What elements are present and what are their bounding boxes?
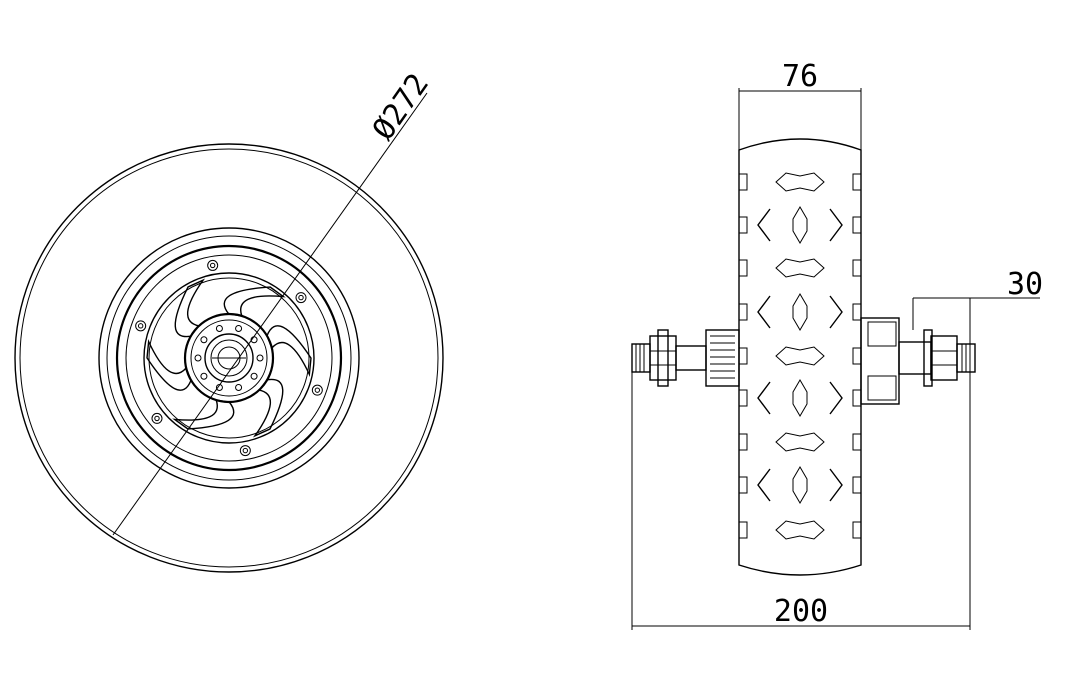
tread-hex — [775, 172, 825, 192]
tread-chevron — [829, 295, 843, 329]
spoke — [266, 325, 312, 377]
left-thread — [631, 343, 651, 373]
tread-notch — [852, 303, 862, 321]
left-shaft — [675, 345, 707, 371]
spokes — [146, 278, 312, 438]
tread-chevron — [829, 208, 843, 242]
tread-chevron — [757, 381, 771, 415]
tread-chevron — [757, 468, 771, 502]
spoke — [174, 278, 206, 338]
hub-center-circle-1 — [204, 333, 254, 383]
tread-notch — [738, 389, 748, 407]
right-nut — [930, 335, 958, 381]
overall-width-label: 200 — [774, 594, 828, 629]
tread-notch — [852, 173, 862, 191]
tread-diamond — [792, 206, 808, 244]
tread-notch — [738, 347, 748, 365]
tread-notch — [738, 433, 748, 451]
tire-profile — [738, 138, 862, 576]
rim-bolts — [135, 259, 323, 457]
spoke — [146, 339, 192, 391]
rim-outer-circle — [98, 227, 360, 489]
rim-bolt-inner — [154, 415, 160, 422]
diameter-dimension-line — [112, 92, 428, 536]
rim-circle-2 — [106, 235, 352, 481]
rim-bolt-inner — [314, 387, 321, 393]
rim-bolt-outer — [207, 259, 219, 271]
hub-circle-2 — [190, 319, 268, 397]
rim-circle-4 — [125, 254, 333, 462]
rim-bolt-inner — [298, 294, 304, 301]
tread-chevron — [829, 381, 843, 415]
spoke — [223, 286, 286, 317]
rim-circle-3 — [115, 244, 343, 472]
hub-center-circle-2 — [210, 339, 248, 377]
hub-outer-circle — [183, 312, 275, 404]
tread-notch — [738, 303, 748, 321]
side-view: 76 30 200 — [631, 59, 1043, 630]
hub-hole — [256, 354, 264, 362]
hub-hole — [200, 336, 208, 344]
rim-bolt-outer — [135, 320, 147, 332]
tread-notch — [738, 521, 748, 539]
left-axle — [631, 329, 740, 387]
tire-inner-circle — [19, 148, 439, 568]
tread-notch — [852, 347, 862, 365]
axle-extension-label: 30 — [1007, 267, 1043, 302]
rim-bolt-inner — [209, 262, 216, 269]
front-view: Ø272 — [14, 67, 444, 573]
tread-notch — [852, 476, 862, 494]
rim-circle-5 — [143, 272, 315, 444]
tread-diamond — [792, 379, 808, 417]
right-motor-housing — [860, 317, 900, 405]
tread-notch — [852, 259, 862, 277]
rim-bolt-outer — [311, 384, 323, 396]
spoke — [172, 399, 235, 430]
tread-notch — [852, 433, 862, 451]
hub-hole — [194, 354, 202, 362]
tread-notch — [852, 389, 862, 407]
tread-hex — [775, 258, 825, 278]
rim-bolt-inner — [242, 447, 249, 454]
tread-notch — [738, 259, 748, 277]
tread-hex — [775, 520, 825, 540]
width-label: 76 — [782, 59, 818, 94]
width-dimension: 76 — [738, 59, 862, 150]
hub-hole — [200, 372, 208, 380]
hub-hole — [215, 325, 223, 333]
tread-chevron — [829, 468, 843, 502]
hub-hole — [235, 383, 243, 391]
left-nut — [649, 335, 677, 381]
tread-notch — [852, 521, 862, 539]
rim-bolt-outer — [239, 445, 251, 457]
right-axle — [860, 317, 976, 405]
tread-diamond — [792, 466, 808, 504]
spoke — [252, 378, 284, 438]
hub-hole — [250, 372, 258, 380]
rim-bolt-outer — [151, 412, 163, 424]
axle-extension-dimension: 30 — [912, 267, 1043, 344]
diameter-label: Ø272 — [366, 67, 436, 146]
tread-chevron — [757, 295, 771, 329]
tread-notch — [738, 476, 748, 494]
tread-pattern — [738, 172, 862, 540]
rim-bolt-outer — [295, 292, 307, 304]
left-washer — [657, 329, 669, 387]
rim-bolt-inner — [137, 323, 144, 329]
hub-hole — [235, 325, 243, 333]
overall-width-dimension: 200 — [631, 372, 971, 630]
rim-circle-6 — [148, 277, 310, 439]
tread-notch — [738, 173, 748, 191]
tread-diamond — [792, 293, 808, 331]
tread-notch — [852, 216, 862, 234]
tread-hex — [775, 346, 825, 366]
right-washer — [923, 329, 933, 387]
tread-hex — [775, 432, 825, 452]
right-shaft — [898, 341, 932, 375]
tread-notch — [738, 216, 748, 234]
tread-chevron — [757, 208, 771, 242]
tire-outer-circle — [14, 143, 444, 573]
